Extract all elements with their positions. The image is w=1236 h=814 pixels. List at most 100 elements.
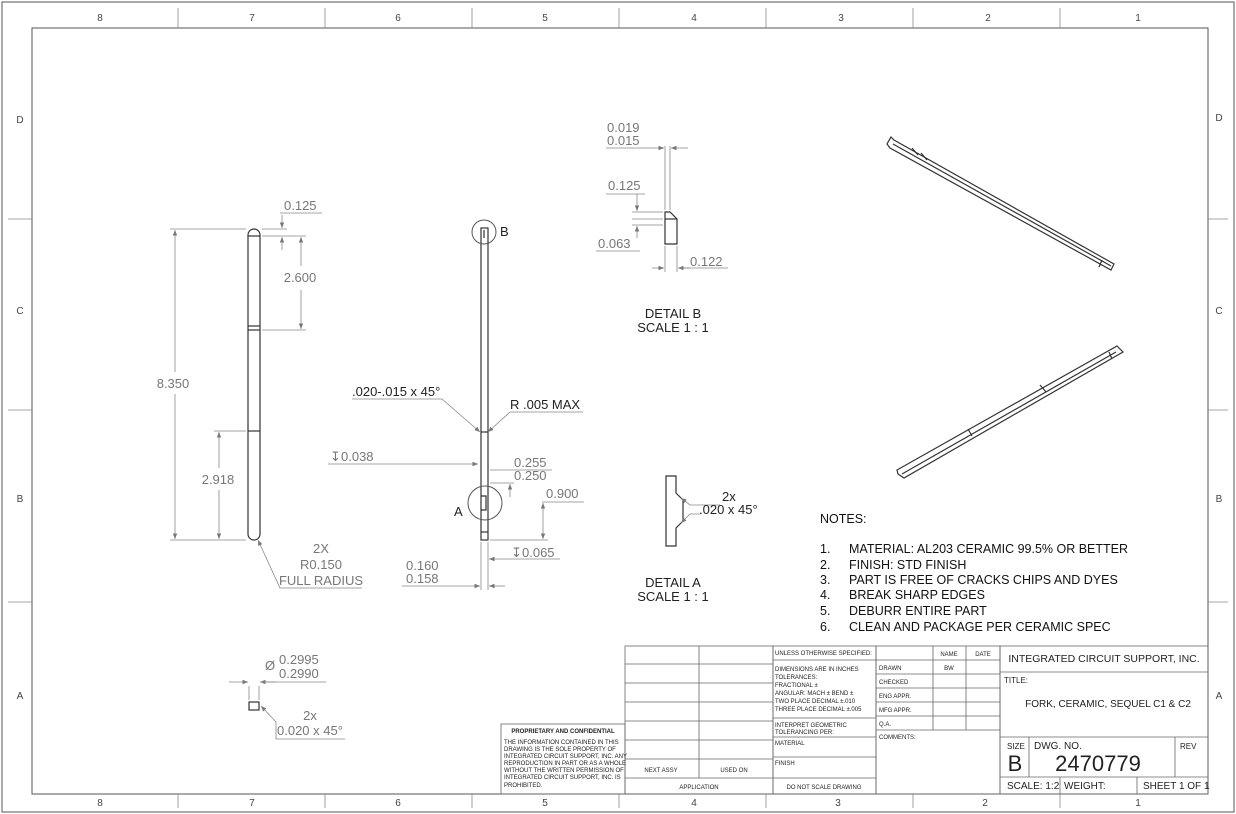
zone-labels: 8 7 6 5 4 3 2 1 8 7 6 5 4 3 2 1 D C B A … (16, 13, 1222, 809)
note-2-text: FINISH: STD FINISH (849, 558, 966, 572)
interpret-line-2: TOLERANCING PER: (775, 730, 834, 736)
note-1-text: MATERIAL: AL203 CERAMIC 99.5% OR BETTER (849, 542, 1128, 556)
zone-col-bottom-8: 1 (1135, 798, 1141, 809)
end-view-dia-symbol: Ø (265, 658, 275, 673)
detail-b-marker: B (500, 224, 509, 239)
zone-col-bottom-4: 5 (542, 798, 548, 809)
zone-row-left-a: A (17, 691, 24, 702)
company-name: INTEGRATED CIRCUIT SUPPORT, INC. (1008, 653, 1199, 665)
detail-b-tip (664, 211, 678, 245)
isometric-view-top (886, 136, 1115, 271)
scale-label: SCALE: 1:2 (1007, 781, 1060, 792)
proprietary-line-4: REPRODUCTION IN PART OR AS A WHOLE (504, 761, 626, 767)
title-block: PROPRIETARY AND CONFIDENTIAL THE INFORMA… (500, 645, 1210, 795)
dwg-no-label: DWG. NO. (1034, 741, 1082, 752)
side-view: B A .020-.015 x 45° R .005 MAX ↧ 0.038 0… (328, 219, 584, 590)
zone-row-right-c: C (1215, 306, 1222, 317)
tolerance-line-1: DIMENSIONS ARE IN INCHES (775, 667, 859, 673)
end-view-chamfer-qty: 2x (303, 708, 317, 723)
zone-col-top-5: 4 (691, 13, 697, 24)
radius-qty: 2X (313, 541, 329, 556)
zone-col-top-6: 3 (838, 13, 844, 24)
eng-appr-label: ENG APPR. (879, 694, 912, 700)
application-label: APPLICATION (679, 785, 718, 791)
zone-col-top-7: 2 (985, 13, 991, 24)
tolerance-line-2: TOLERANCES: (775, 675, 818, 681)
dim-0255: 0.255 (514, 455, 547, 470)
detail-a-title: DETAIL A (645, 575, 701, 590)
zone-col-top-2: 7 (249, 13, 255, 24)
dim-overall-length: 8.350 (157, 376, 190, 391)
dim-0900: 0.900 (546, 486, 579, 501)
detail-b-dim-0122: 0.122 (690, 254, 723, 269)
zone-col-bottom-6: 3 (835, 798, 841, 809)
zone-row-right-b: B (1216, 494, 1223, 505)
notes: NOTES: 1. MATERIAL: AL203 CERAMIC 99.5% … (820, 512, 1128, 634)
zone-col-bottom-1: 8 (97, 798, 103, 809)
interpret-line-1: INTERPRET GEOMETRIC (775, 723, 848, 729)
tolerance-line-6: THREE PLACE DECIMAL ±.005 (775, 707, 862, 713)
zone-col-top-3: 6 (395, 13, 401, 24)
isometric-view-bottom (896, 345, 1124, 479)
detail-a-circle (467, 485, 503, 521)
unless-label: UNLESS OTHERWISE SPECIFIED: (775, 651, 872, 657)
next-assy-label: NEXT ASSY (644, 768, 677, 774)
zone-col-bottom-5: 4 (691, 798, 697, 809)
end-view: Ø 0.2995 0.2990 2x 0.020 x 45° (229, 652, 345, 740)
end-view-dia-upper: 0.2995 (279, 652, 319, 667)
note-3-num: 3. (820, 573, 830, 587)
note-5-text: DEBURR ENTIRE PART (849, 604, 987, 618)
proprietary-line-5: WITHOUT THE WRITTEN PERMISSION OF (504, 768, 624, 774)
end-view-section (248, 701, 260, 711)
qa-label: Q.A. (879, 722, 891, 728)
note-1-num: 1. (820, 542, 830, 556)
zone-col-bottom-3: 6 (395, 798, 401, 809)
tolerance-line-5: TWO PLACE DECIMAL ±.010 (775, 699, 856, 705)
fork-body-front (247, 228, 261, 541)
detail-a-chamfer-qty: 2x (722, 489, 736, 504)
zone-col-bottom-7: 2 (982, 798, 988, 809)
zone-row-left-b: B (17, 494, 24, 505)
drawn-name: BW (944, 666, 954, 672)
drawing-title: FORK, CERAMIC, SEQUEL C1 & C2 (1025, 699, 1191, 710)
radius-note: FULL RADIUS (279, 573, 363, 588)
proprietary-line-2: DRAWING IS THE SOLE PROPERTY OF (504, 747, 616, 753)
detail-b-scale: SCALE 1 : 1 (637, 320, 709, 335)
dwg-no-value: 2470779 (1055, 751, 1141, 776)
proprietary-title: PROPRIETARY AND CONFIDENTIAL (511, 729, 615, 735)
dim-upper-length: 2.600 (284, 270, 317, 285)
sheet-label: SHEET 1 OF 1 (1143, 781, 1210, 792)
do-not-scale-label: DO NOT SCALE DRAWING (786, 785, 861, 791)
weight-label: WEIGHT: (1064, 781, 1106, 792)
detail-a: 2x .020 x 45° DETAIL A SCALE 1 : 1 (637, 475, 758, 604)
detail-a-body (665, 475, 684, 547)
detail-b: 0.019 0.015 0.125 0.063 0.122 DETAIL B S… (596, 120, 728, 335)
detail-b-title: DETAIL B (645, 306, 701, 321)
detail-a-chamfer: .020 x 45° (699, 502, 758, 517)
date-header: DATE (975, 652, 991, 658)
zone-row-left-c: C (16, 306, 23, 317)
detail-b-dim-0019: 0.019 (607, 120, 640, 135)
material-label: MATERIAL (775, 741, 805, 747)
fork-body-side (480, 227, 489, 541)
used-on-label: USED ON (720, 768, 747, 774)
radius-value: R0.150 (300, 557, 342, 572)
zone-col-bottom-2: 7 (249, 798, 255, 809)
note-6-num: 6. (820, 620, 830, 634)
zone-col-top-1: 8 (97, 13, 103, 24)
name-header: NAME (940, 652, 957, 658)
note-6-text: CLEAN AND PACKAGE PER CERAMIC SPEC (849, 620, 1111, 634)
title-label: TITLE: (1004, 676, 1028, 685)
note-2-num: 2. (820, 558, 830, 572)
note-3-text: PART IS FREE OF CRACKS CHIPS AND DYES (849, 573, 1118, 587)
depth-038: 0.038 (341, 449, 374, 464)
zone-ticks (8, 8, 1228, 808)
front-view: 8.350 2.918 0.125 2.600 2X R0.150 FULL R… (157, 198, 363, 589)
detail-a-scale: SCALE 1 : 1 (637, 589, 709, 604)
proprietary-line-1: THE INFORMATION CONTAINED IN THIS (504, 740, 619, 746)
zone-row-right-a: A (1216, 691, 1223, 702)
note-4-num: 4. (820, 588, 830, 602)
note-4-text: BREAK SHARP EDGES (849, 588, 985, 602)
size-value: B (1008, 751, 1023, 776)
depth-065-symbol: ↧ (511, 545, 522, 560)
